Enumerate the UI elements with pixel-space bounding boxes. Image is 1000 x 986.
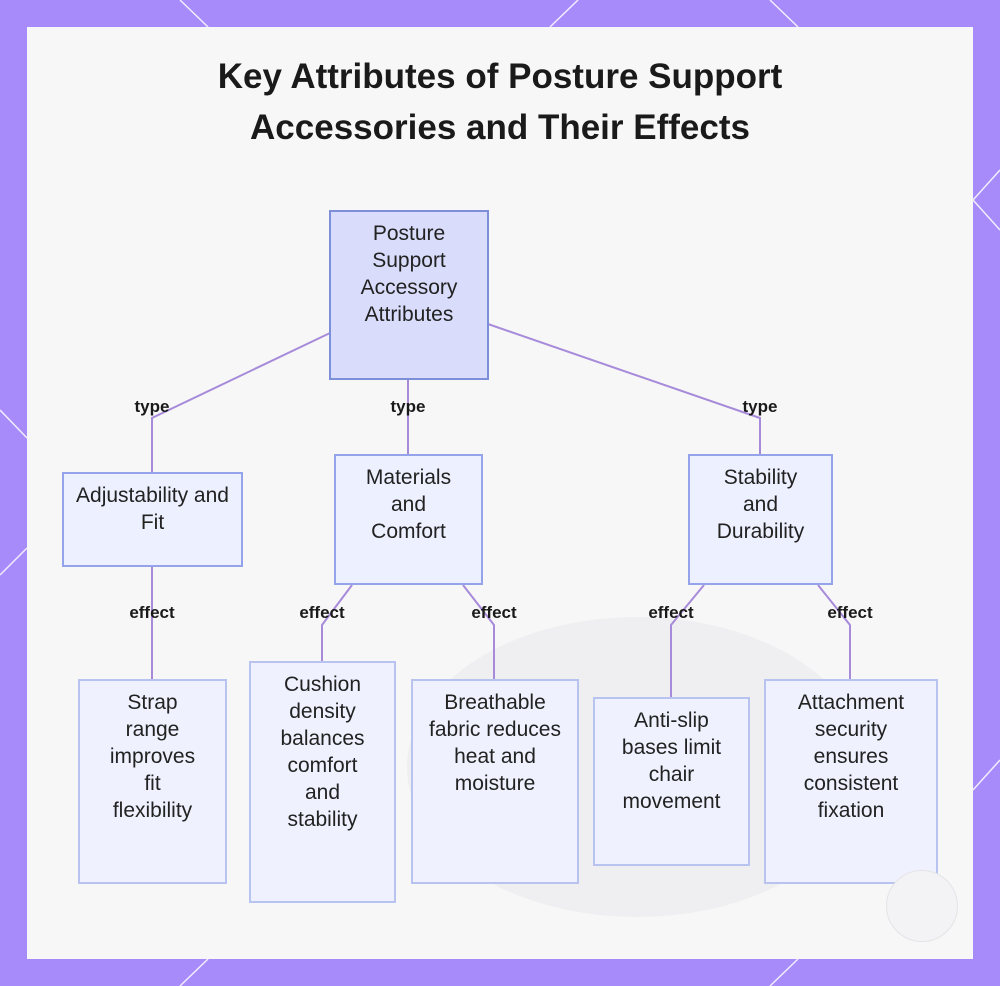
edge-root-adjustability <box>151 332 331 472</box>
node-cushion-label: Cushion density balances comfort and sta… <box>280 673 365 831</box>
node-attachment: Attachment security ensures consistent f… <box>764 679 938 884</box>
edge-label-type-2: type <box>390 397 426 416</box>
edge-label-effect-4: effect <box>648 603 694 622</box>
node-breathable-label: Breathable fabric reduces heat and moist… <box>429 691 561 795</box>
edge-label-effect-2: effect <box>299 603 345 622</box>
edge-label-effect-5: effect <box>827 603 873 622</box>
edge-materials-cushion <box>321 584 353 661</box>
node-adjustability: Adjustability and Fit <box>62 472 243 567</box>
edge-label-type-3: type <box>742 397 778 416</box>
edge-root-stability <box>487 323 761 454</box>
node-materials-label: Materials and Comfort <box>365 466 452 543</box>
title-line-2: Accessories and Their Effects <box>250 107 750 147</box>
node-antislip-label: Anti-slip bases limit chair movement <box>621 709 722 813</box>
node-adjustability-label: Adjustability and Fit <box>76 484 229 534</box>
node-strap-label: Strap range improves fit flexibility <box>109 691 196 822</box>
page-title: Key Attributes of Posture Support Access… <box>0 52 1000 154</box>
watermark-logo-icon <box>886 870 958 942</box>
node-antislip: Anti-slip bases limit chair movement <box>593 697 750 866</box>
node-cushion: Cushion density balances comfort and sta… <box>249 661 396 903</box>
node-strap: Strap range improves fit flexibility <box>78 679 227 884</box>
node-attachment-label: Attachment security ensures consistent f… <box>797 691 905 822</box>
edge-materials-breathable <box>462 584 495 679</box>
node-root-label: Posture Support Accessory Attributes <box>360 222 458 326</box>
node-root: Posture Support Accessory Attributes <box>329 210 489 380</box>
edge-label-effect-1: effect <box>129 603 175 622</box>
edge-stability-antislip <box>670 584 705 697</box>
node-breathable: Breathable fabric reduces heat and moist… <box>411 679 579 884</box>
edge-label-type-1: type <box>134 397 170 416</box>
title-line-1: Key Attributes of Posture Support <box>217 57 783 96</box>
node-stability: Stability and Durability <box>688 454 833 585</box>
edge-label-effect-3: effect <box>471 603 517 622</box>
node-materials: Materials and Comfort <box>334 454 483 585</box>
edge-stability-attachment <box>817 584 851 679</box>
node-stability-label: Stability and Durability <box>716 466 805 543</box>
